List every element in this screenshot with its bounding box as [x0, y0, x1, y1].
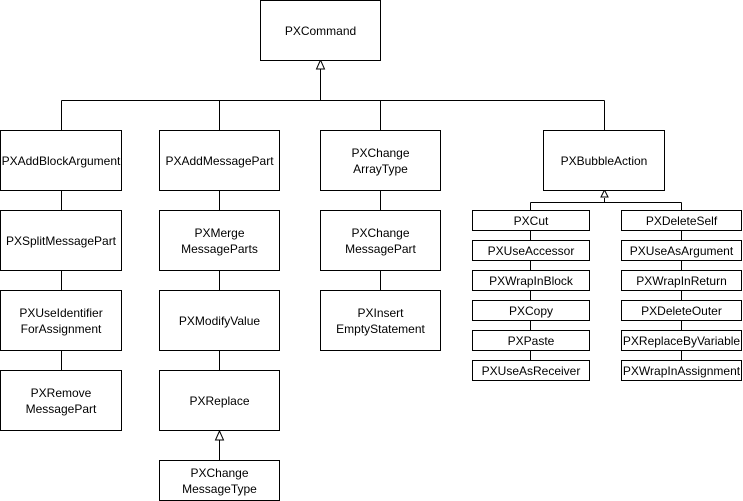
node-label: PXWrapInReturn: [636, 273, 727, 288]
node-pxcommand: PXCommand: [260, 0, 381, 61]
node-label: PXWrapInBlock: [489, 273, 573, 288]
node-pxcut: PXCut: [472, 210, 590, 231]
node-label: PXRemove MessagePart: [25, 385, 97, 416]
node-pxdeleteself: PXDeleteSelf: [621, 210, 742, 231]
node-pxreplacebyvariable: PXReplaceByVariable: [621, 330, 742, 351]
node-pxbubbleaction: PXBubbleAction: [543, 130, 665, 191]
node-pxmodifyvalue: PXModifyValue: [159, 290, 280, 351]
node-pxaddblockargument: PXAddBlockArgument: [0, 130, 122, 191]
node-pxdeleteouter: PXDeleteOuter: [621, 300, 742, 321]
node-label: PXCut: [513, 213, 549, 228]
node-label: PXChange MessagePart: [345, 225, 416, 256]
node-pxuseasreceiver: PXUseAsReceiver: [472, 360, 590, 381]
node-label: PXBubbleAction: [560, 153, 648, 168]
node-pxuseasargument: PXUseAsArgument: [621, 240, 742, 261]
node-pxwrapinreturn: PXWrapInReturn: [621, 270, 742, 291]
node-pxwrapinassignment: PXWrapInAssignment: [621, 360, 742, 381]
node-label: PXAddMessagePart: [165, 153, 274, 168]
node-pxchangemessagetype: PXChange MessageType: [159, 460, 280, 501]
inheritance-arrowhead: [214, 429, 225, 441]
node-pxreplace: PXReplace: [159, 370, 280, 431]
node-pxmergemessageparts: PXMerge MessageParts: [159, 210, 280, 271]
node-pxuseaccessor: PXUseAccessor: [472, 240, 590, 261]
node-label: PXReplaceByVariable: [622, 333, 741, 348]
node-label: PXModifyValue: [178, 313, 261, 328]
node-label: PXUseAsArgument: [629, 243, 734, 258]
node-label: PXCommand: [284, 23, 357, 38]
node-label: PXUseIdentifier ForAssignment: [19, 305, 103, 336]
node-label: PXAddBlockArgument: [1, 153, 121, 168]
node-pxchangemessagepart: PXChange MessagePart: [320, 210, 441, 271]
node-label: PXPaste: [507, 333, 555, 348]
node-label: PXChange MessageType: [182, 465, 257, 496]
node-label: PXSplitMessagePart: [5, 233, 117, 248]
node-pxcopy: PXCopy: [472, 300, 590, 321]
node-label: PXWrapInAssignment: [622, 363, 741, 378]
node-label: PXCopy: [508, 303, 554, 318]
inheritance-arrowhead: [600, 188, 609, 198]
node-label: PXMerge MessageParts: [181, 225, 258, 256]
node-label: PXUseAsReceiver: [481, 363, 581, 378]
node-pxsplitmessagepart: PXSplitMessagePart: [0, 210, 122, 271]
node-pxpaste: PXPaste: [472, 330, 590, 351]
node-label: PXInsert EmptyStatement: [336, 305, 425, 336]
node-pxwrapinblock: PXWrapInBlock: [472, 270, 590, 291]
node-pxinsertemptystatement: PXInsert EmptyStatement: [320, 290, 441, 351]
node-pxuseidentifierforassignment: PXUseIdentifier ForAssignment: [0, 290, 122, 351]
node-label: PXChange ArrayType: [351, 145, 410, 176]
inheritance-arrowhead: [315, 58, 326, 70]
node-label: PXUseAccessor: [487, 243, 575, 258]
node-pxremovemessagepart: PXRemove MessagePart: [0, 370, 122, 431]
node-label: PXDeleteSelf: [645, 213, 718, 228]
node-label: PXDeleteOuter: [641, 303, 722, 318]
node-label: PXReplace: [189, 393, 250, 408]
node-pxaddmessagepart: PXAddMessagePart: [159, 130, 280, 191]
node-pxchangearraytype: PXChange ArrayType: [320, 130, 441, 191]
